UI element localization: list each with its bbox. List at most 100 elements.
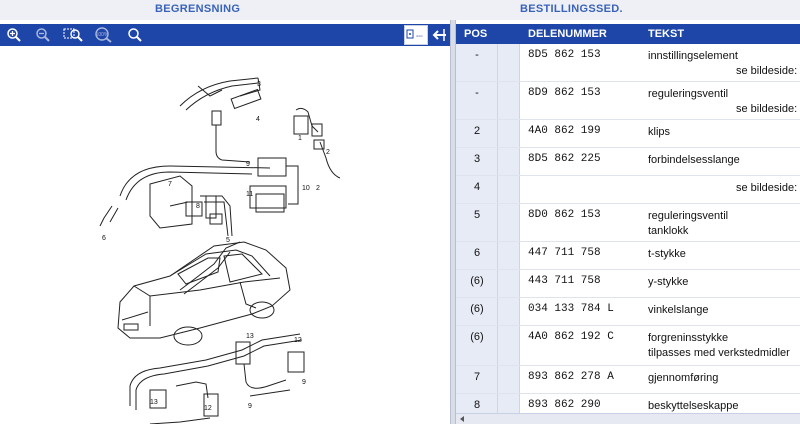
pos-cell: 6 <box>456 242 498 269</box>
marker-cell[interactable] <box>498 270 520 297</box>
table-row[interactable]: (6) 034 133 784 L vinkelslange <box>456 298 800 326</box>
callout-2b: 2 <box>316 185 320 192</box>
zoom-100-label: 100% <box>96 32 109 38</box>
see-illustration-link[interactable]: se bildeside: <box>736 103 798 115</box>
callout-3: 3 <box>257 81 261 88</box>
marker-cell[interactable] <box>498 120 520 147</box>
table-row[interactable]: 2 4A0 862 199 klips <box>456 120 800 148</box>
marker-cell[interactable] <box>498 148 520 175</box>
table-row[interactable]: 4 se bildeside: <box>456 176 800 204</box>
zoom-area-icon[interactable] <box>61 25 87 45</box>
part-number: 8D0 862 153 <box>528 209 601 221</box>
description-line-2: tanklokk <box>648 225 689 237</box>
see-illustration-link[interactable]: se bildeside: <box>736 65 798 77</box>
table-row[interactable]: 3 8D5 862 225 forbindelsesslange <box>456 148 800 176</box>
description-line: reguleringsventil <box>648 88 729 100</box>
marker-cell[interactable] <box>498 298 520 325</box>
zoom-out-icon[interactable] <box>32 25 54 45</box>
col-pos[interactable]: POS <box>464 28 488 40</box>
pos-cell: 2 <box>456 120 498 147</box>
marker-cell[interactable] <box>498 366 520 393</box>
search-icon[interactable] <box>124 25 146 45</box>
parts-diagram[interactable]: 3 4 1 2 9 10 11 2 7 8 6 5 13 12 9 13 12 … <box>0 46 450 424</box>
table-row[interactable]: 5 8D0 862 153 reguleringsventil tanklokk <box>456 204 800 242</box>
description-line: forgreninsstykke <box>648 332 729 344</box>
description-line-2: tilpasses med verkstedmidler <box>648 347 790 359</box>
pos-cell: - <box>456 44 498 81</box>
part-description: reguleringsventil se bildeside: <box>648 87 797 117</box>
part-number: 8D5 862 225 <box>528 153 601 165</box>
table-row[interactable]: 6 447 711 758 t-stykke <box>456 242 800 270</box>
left-panel-title: BEGRENSNING <box>155 3 241 15</box>
marker-cell[interactable] <box>498 204 520 241</box>
callout-12: 12 <box>204 405 212 412</box>
toolbar: 100% ▫▫▫ <box>0 24 450 46</box>
description-line: gjennomføring <box>648 372 719 384</box>
callout-13: 13 <box>150 399 158 406</box>
callout-10: 10 <box>302 185 310 192</box>
marker-cell[interactable] <box>498 176 520 203</box>
table-row[interactable]: (6) 4A0 862 192 C forgreninsstykke tilpasse… <box>456 326 800 366</box>
swap-panels-icon[interactable] <box>430 25 449 45</box>
callout-12b: 12 <box>294 337 302 344</box>
sheet-view-label: ▫▫▫ <box>416 34 422 40</box>
col-text[interactable]: TEKST <box>648 28 685 40</box>
pos-value: (6) <box>470 275 484 287</box>
table-row[interactable]: - 8D9 862 153 reguleringsventil se bildesid… <box>456 82 800 120</box>
illustration-panel: 100% ▫▫▫ <box>0 24 450 424</box>
pos-value: - <box>475 87 479 99</box>
pos-value: - <box>475 49 479 61</box>
marker-cell[interactable] <box>498 326 520 365</box>
sheet-view-icon[interactable]: ▫▫▫ <box>404 25 428 45</box>
marker-cell[interactable] <box>498 44 520 81</box>
part-description: vinkelslange <box>648 303 709 318</box>
callout-8: 8 <box>196 203 200 210</box>
panel-splitter[interactable] <box>450 20 456 424</box>
pos-cell: - <box>456 82 498 119</box>
scroll-left-icon[interactable] <box>457 415 467 423</box>
pos-value: 2 <box>473 125 481 137</box>
col-part-number[interactable]: DELENUMMER <box>528 28 607 40</box>
callout-5: 5 <box>226 237 230 244</box>
right-panel-title: BESTILLINGSSED. <box>520 3 623 15</box>
callout-11: 11 <box>246 191 253 198</box>
part-number: 4A0 862 199 <box>528 125 601 137</box>
callout-9c: 9 <box>302 379 306 386</box>
pos-value: 8 <box>473 399 481 411</box>
part-number: 8D9 862 153 <box>528 87 601 99</box>
marker-cell[interactable] <box>498 242 520 269</box>
pos-cell: 3 <box>456 148 498 175</box>
pos-value: 3 <box>473 153 481 165</box>
part-description: forbindelsesslange <box>648 153 740 168</box>
pos-cell: 5 <box>456 204 498 241</box>
pos-value: (6) <box>470 303 484 315</box>
callout-2: 2 <box>326 149 330 156</box>
part-number: 8D5 862 153 <box>528 49 601 61</box>
marker-cell[interactable] <box>498 82 520 119</box>
horizontal-scrollbar[interactable] <box>456 413 800 424</box>
description-line: reguleringsventil <box>648 210 729 222</box>
part-number: 443 711 758 <box>528 275 601 287</box>
part-description: forgreninsstykke tilpasses med verkstedmi… <box>648 331 790 361</box>
pos-value: (6) <box>470 331 484 343</box>
zoom-100-icon[interactable]: 100% <box>91 25 117 45</box>
pos-value: 4 <box>473 181 481 193</box>
part-number: 034 133 784 L <box>528 303 614 315</box>
part-description: t-stykke <box>648 247 686 262</box>
zoom-in-icon[interactable] <box>3 25 25 45</box>
see-illustration-link[interactable]: se bildeside: <box>736 182 798 194</box>
part-description: se bildeside: <box>648 181 797 196</box>
callout-7: 7 <box>168 181 172 188</box>
pos-cell: 4 <box>456 176 498 203</box>
description-line: forbindelsesslange <box>648 154 740 166</box>
callout-6: 6 <box>102 235 106 242</box>
pos-cell: (6) <box>456 298 498 325</box>
part-number: 4A0 862 192 C <box>528 331 614 343</box>
part-description: reguleringsventil tanklokk <box>648 209 728 239</box>
part-description: klips <box>648 125 670 140</box>
part-number: 447 711 758 <box>528 247 601 259</box>
